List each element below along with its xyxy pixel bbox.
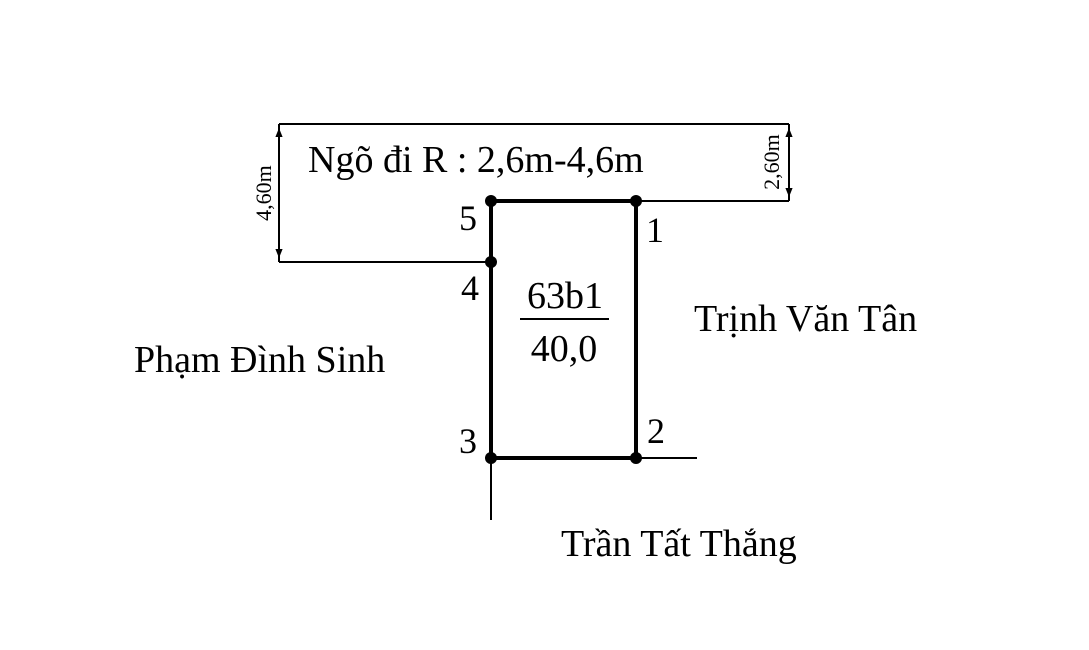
parcel-area: 40,0: [531, 328, 598, 370]
point-5-label: 5: [459, 198, 477, 238]
parcel-number: 63b1: [527, 275, 603, 317]
neighbor-bottom-name: Trần Tất Thắng: [561, 523, 797, 565]
dimension-right-label: 2,60m: [759, 134, 784, 190]
point-2-label: 2: [647, 411, 665, 451]
point-3-marker: [485, 452, 497, 464]
point-1-label: 1: [646, 210, 664, 250]
dimension-left-label: 4,60m: [251, 165, 276, 221]
point-1-marker: [630, 195, 642, 207]
point-2-marker: [630, 452, 642, 464]
point-5-marker: [485, 195, 497, 207]
point-4-marker: [485, 256, 497, 268]
point-4-label: 4: [461, 268, 479, 308]
neighbor-right-name: Trịnh Văn Tân: [694, 298, 917, 340]
point-3-label: 3: [459, 421, 477, 461]
neighbor-left-name: Phạm Đình Sinh: [134, 339, 385, 381]
alley-label: Ngõ đi R : 2,6m-4,6m: [308, 139, 644, 181]
